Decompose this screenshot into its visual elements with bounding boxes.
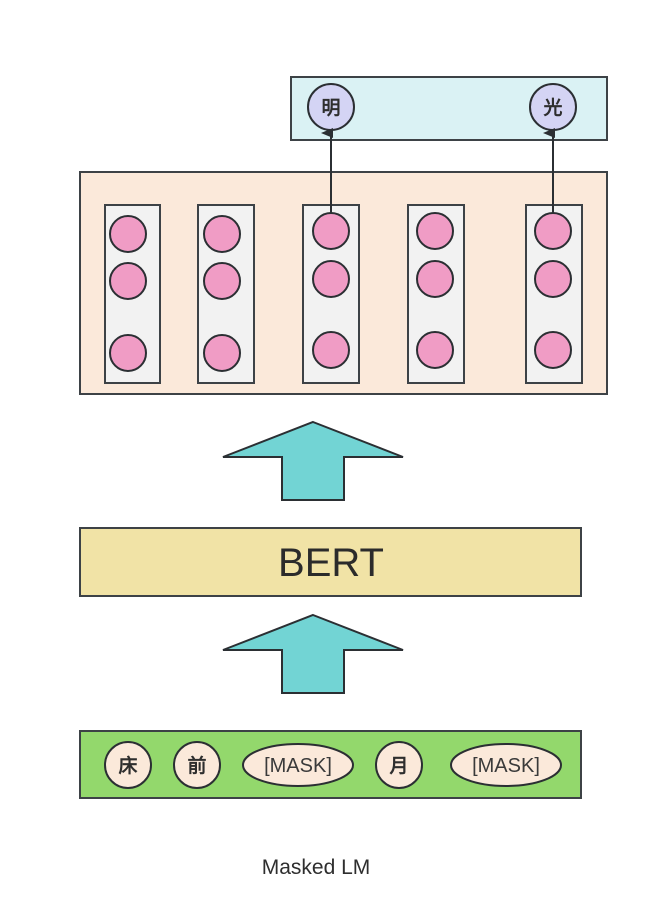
up-arrow-lower: [222, 613, 404, 694]
input-token-3: 月: [375, 741, 423, 789]
hidden-node: [312, 331, 350, 369]
input-token-shape: [104, 741, 152, 789]
input-token-0: 床: [104, 741, 152, 789]
hidden-node: [534, 212, 572, 250]
output-token-label: 明: [321, 97, 340, 119]
input-token-label: 月: [388, 755, 408, 777]
output-token-1: 光: [529, 83, 577, 131]
hidden-node: [312, 260, 350, 298]
input-token-4: [MASK]: [450, 743, 562, 787]
input-token-label: 床: [118, 754, 137, 777]
input-token-label: [MASK]: [472, 755, 540, 777]
input-token-shape: [450, 743, 562, 787]
hidden-column: [525, 204, 583, 384]
hidden-node: [416, 260, 454, 298]
hidden-node: [534, 260, 572, 298]
hidden-column: [197, 204, 255, 384]
hidden-node: [109, 262, 147, 300]
hidden-node: [416, 331, 454, 369]
output-layer: 明 光: [290, 76, 608, 141]
input-token-2: [MASK]: [242, 743, 354, 787]
hidden-node: [109, 215, 147, 253]
input-token-label: 前: [187, 754, 206, 777]
input-token-1: 前: [173, 741, 221, 789]
hidden-node: [203, 215, 241, 253]
hidden-node: [109, 334, 147, 372]
hidden-node: [203, 334, 241, 372]
bert-box: [79, 527, 582, 597]
diagram-caption: Masked LM: [262, 856, 371, 879]
bert-model: BERT: [79, 527, 582, 597]
hidden-column: [407, 204, 465, 384]
bert-label: BERT: [278, 541, 384, 585]
up-arrow-upper: [222, 420, 404, 501]
hidden-column: [104, 204, 161, 384]
input-token-label: [MASK]: [264, 755, 332, 777]
hidden-node: [203, 262, 241, 300]
hidden-node: [312, 212, 350, 250]
input-token-shape: [173, 741, 221, 789]
hidden-node: [416, 212, 454, 250]
output-token-label: 光: [542, 96, 562, 119]
input-token-shape: [242, 743, 354, 787]
hidden-node: [534, 331, 572, 369]
hidden-column: [302, 204, 360, 384]
hidden-layer: [79, 171, 608, 395]
input-token-shape: [375, 741, 423, 789]
output-token-0: 明: [307, 83, 355, 131]
input-layer: 床 前 [MASK] 月 [MASK]: [79, 730, 582, 799]
